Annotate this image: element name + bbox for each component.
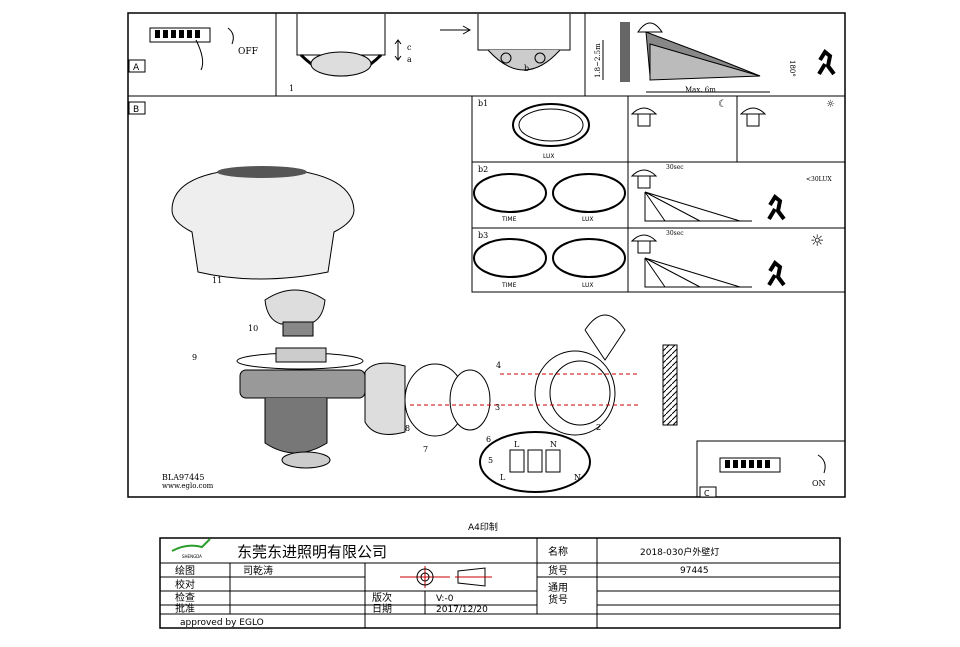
svg-text:ON: ON [812, 479, 826, 488]
svg-text:30sec: 30sec [666, 164, 684, 171]
svg-text:a: a [407, 55, 412, 64]
svg-text:TIME: TIME [501, 216, 517, 223]
svg-text:10: 10 [248, 324, 258, 333]
svg-text:5: 5 [488, 456, 493, 465]
svg-text:LUX: LUX [543, 153, 555, 160]
item-number: 97445 [680, 566, 709, 576]
dip-switch-icon [149, 27, 234, 71]
print-note: A4印制 [468, 521, 498, 533]
max-range-label: Max. 6m [685, 86, 716, 94]
svg-text:N: N [574, 473, 581, 482]
svg-text:N: N [550, 440, 557, 449]
title-block [159, 537, 841, 629]
svg-text:30sec: 30sec [666, 230, 684, 237]
svg-text:LUX: LUX [582, 282, 594, 289]
settings-grid: b1 LUX b2 TIME LUX b3 TIME LUX ☾ ☼ 30sec… [471, 95, 846, 293]
panel-step-1: c a b 1 [289, 14, 571, 93]
svg-text:3: 3 [495, 403, 500, 412]
angle-label: 180° [788, 60, 796, 77]
svg-text:<30LUX: <30LUX [806, 176, 832, 183]
svg-text:8: 8 [405, 424, 410, 433]
approved-by: approved by EGLO [180, 618, 264, 628]
person-icon [767, 260, 786, 287]
svg-text:9: 9 [192, 353, 197, 362]
svg-text:TIME: TIME [501, 282, 517, 289]
company-name: 东莞东进照明有限公司 [237, 543, 387, 561]
svg-text:b1: b1 [478, 99, 488, 108]
version: V:-0 [436, 594, 454, 604]
svg-text:L: L [514, 440, 520, 449]
svg-text:绘图: 绘图 [175, 564, 195, 577]
person-icon [767, 194, 786, 221]
time-dial [473, 238, 547, 278]
sun-icon: ☼ [810, 231, 824, 250]
lux-dial [552, 173, 626, 213]
drafter-name: 司乾涛 [243, 564, 273, 577]
lux-dial [552, 238, 626, 278]
svg-text:检查: 检查 [175, 591, 195, 604]
svg-text:11: 11 [212, 276, 222, 285]
svg-text:7: 7 [423, 445, 428, 454]
panel-a: A OFF [128, 27, 258, 73]
arrow-right-icon [440, 25, 472, 35]
dip-switch-icon [719, 454, 826, 474]
model-number: BLA97445 [162, 473, 204, 482]
svg-text:日期: 日期 [372, 603, 392, 615]
svg-text:版次: 版次 [372, 591, 392, 604]
svg-text:6: 6 [486, 435, 491, 444]
svg-text:批准: 批准 [175, 602, 195, 615]
svg-text:b3: b3 [478, 231, 488, 240]
svg-text:货号: 货号 [548, 593, 568, 606]
svg-text:b: b [524, 64, 529, 73]
date: 2017/12/20 [436, 605, 488, 615]
time-dial [473, 173, 547, 213]
product-name: 2018-030户外壁灯 [640, 546, 719, 558]
panel-a-label: A [133, 63, 140, 73]
off-label: OFF [238, 47, 258, 57]
svg-text:校对: 校对 [175, 578, 195, 591]
svg-text:4: 4 [496, 361, 501, 370]
terminal-block: L N L N [479, 431, 591, 493]
sun-icon: ☼ [826, 99, 835, 110]
svg-text:名称: 名称 [548, 545, 568, 558]
svg-text:货号: 货号 [548, 564, 568, 577]
panel-b-label: B [133, 105, 139, 115]
detection-range-panel: 1.8~2.5m Max. 6m 180° [594, 22, 836, 94]
svg-text:b2: b2 [478, 165, 488, 174]
svg-text:LUX: LUX [582, 216, 594, 223]
svg-text:2: 2 [596, 423, 601, 432]
general-item-label: 通用 [548, 582, 568, 594]
svg-text:L: L [500, 473, 506, 482]
logo: SHENGDA [171, 538, 211, 559]
svg-text:1: 1 [289, 84, 294, 93]
website: www.eglo.com [162, 482, 214, 490]
lux-dial [512, 103, 590, 147]
lamp-exploded-view: L N L N 11 10 9 8 7 6 5 4 3 2 [171, 166, 678, 493]
svg-text:c: c [407, 43, 412, 52]
svg-text:C: C [704, 489, 710, 498]
moon-icon: ☾ [718, 99, 727, 110]
mounting-height-label: 1.8~2.5m [594, 43, 602, 78]
person-icon [817, 49, 836, 76]
svg-text:SHENGDA: SHENGDA [182, 554, 202, 559]
panel-c: C ON [696, 440, 846, 498]
